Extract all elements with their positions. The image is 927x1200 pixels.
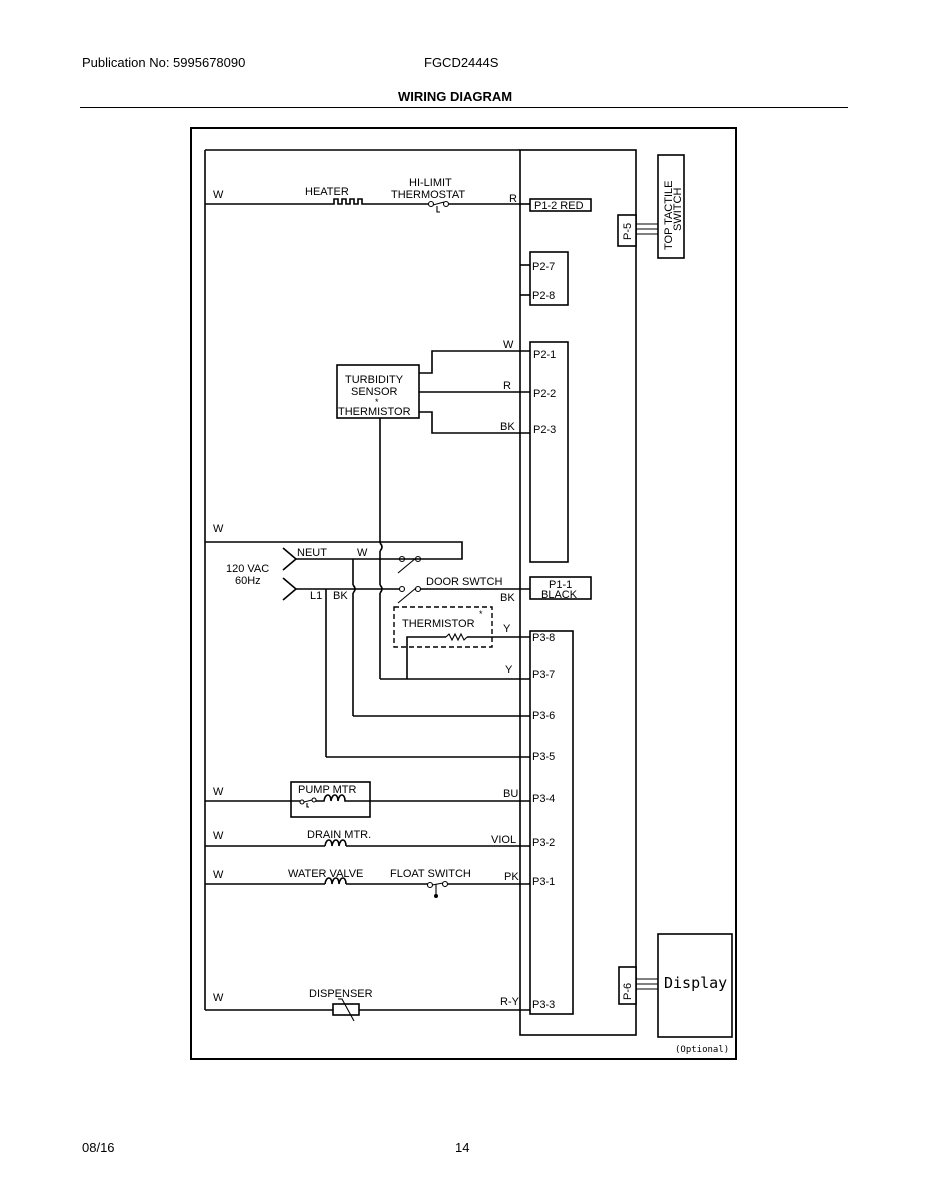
top-tactile-switch: [657, 154, 685, 259]
turbidity-star: *: [375, 397, 379, 407]
connector-p1-1: [529, 576, 592, 600]
wire-p2-3: [419, 411, 530, 434]
connector-p2-7-label: P2-7: [532, 261, 555, 273]
connector-p3-2-label: P3-2: [532, 837, 555, 849]
wire-label-door-bk: BK: [500, 592, 515, 604]
connector-p2-2-label: P2-2: [533, 388, 556, 400]
display-module: [657, 933, 733, 1038]
wire-label-drain-w: W: [213, 830, 224, 842]
connector-p2-1-3: [529, 341, 569, 563]
wire-label-p2-3: BK: [500, 421, 515, 433]
wire-label-r: R: [509, 193, 517, 205]
connector-p3-3-label: P3-3: [532, 999, 555, 1011]
wire-label-valve-pk: PK: [504, 871, 519, 883]
page-title: WIRING DIAGRAM: [398, 89, 513, 104]
door-switch-icon: [397, 555, 422, 604]
wire-label-dispenser-ry: R-Y: [500, 996, 520, 1008]
connector-p3-1-label: P3-1: [532, 876, 555, 888]
hi-limit-label-1: HI-LIMIT: [409, 177, 452, 189]
display-label: Display: [664, 974, 727, 992]
dispenser-thermistor-icon: [332, 998, 360, 1022]
pump-motor-label: PUMP MTR: [298, 784, 357, 796]
wire-label-w: W: [213, 189, 224, 201]
wire-label-pump-w: W: [213, 786, 224, 798]
connector-p2-1-label: P2-1: [533, 349, 556, 361]
drain-motor-coil-icon: [324, 839, 347, 847]
l1-label: L1: [310, 590, 322, 602]
turbidity-label-2: SENSOR: [351, 386, 398, 398]
heater-icon: [330, 198, 366, 205]
connector-p1-1-label-b: BLACK: [541, 589, 578, 601]
hi-limit-thermostat-icon: [427, 200, 450, 213]
pump-motor-coil-icon: [316, 794, 350, 802]
neut-label: NEUT: [297, 547, 327, 559]
door-switch-label: DOOR SWTCH: [426, 576, 502, 588]
wire-label-dispenser-w: W: [213, 992, 224, 1004]
connector-p3-8-label: P3-8: [532, 632, 555, 644]
wire-label-p2-1: W: [503, 339, 514, 351]
publication-number: Publication No: 5995678090: [82, 55, 246, 70]
connector-p2-3-label: P2-3: [533, 424, 556, 436]
power-plug-l1-icon: [282, 577, 298, 601]
pump-switch-icon: [299, 797, 317, 808]
wire-label-drain-viol: VIOL: [491, 834, 516, 846]
drain-motor-label: DRAIN MTR.: [307, 829, 371, 841]
heater-label: HEATER: [305, 186, 349, 198]
thermistor-label: THERMISTOR: [402, 618, 475, 630]
water-valve-label: WATER VALVE: [288, 868, 363, 880]
footer-date: 08/16: [82, 1140, 115, 1155]
float-switch-label: FLOAT SWITCH: [390, 868, 471, 880]
connector-p3: [529, 630, 574, 1015]
model-number: FGCD2444S: [424, 55, 499, 70]
wire-label-l1-bk: BK: [333, 590, 348, 602]
top-tactile-label-1: TOP TACTILE: [663, 181, 675, 251]
power-label-1: 120 VAC: [226, 563, 269, 575]
thermistor-resistor-icon: [445, 632, 468, 642]
connector-p1-1-label-a: P1-1: [549, 579, 572, 591]
turbidity-label-3: THERMISTOR: [338, 406, 411, 418]
connector-p5-label: P-5: [622, 223, 634, 240]
thermistor-box: [393, 606, 493, 648]
diagram-frame: [190, 127, 737, 1060]
wire-label-p2-2: R: [503, 380, 511, 392]
wire-label-neutral: W: [213, 523, 224, 535]
power-plug-neutral-icon: [282, 547, 298, 571]
wire-label-neut-w: W: [357, 547, 368, 559]
thermistor-star: *: [479, 609, 483, 619]
hi-limit-label-2: THERMOSTAT: [391, 189, 465, 201]
connector-p5: [617, 214, 637, 247]
turbidity-label-1: TURBIDITY: [345, 374, 404, 386]
connector-p1-2-label: P1-2 RED: [534, 200, 584, 212]
connector-p2-8-label: P2-8: [532, 290, 555, 302]
wire-label-valve-w: W: [213, 869, 224, 881]
connector-p3-6-label: P3-6: [532, 710, 555, 722]
water-valve-coil-icon: [324, 877, 347, 885]
wire-label-pump-bu: BU: [503, 788, 518, 800]
connector-p3-4-label: P3-4: [532, 793, 555, 805]
connector-p6-label: P-6: [622, 983, 634, 1000]
turbidity-sensor: [336, 364, 420, 419]
top-tactile-label-2: SWITCH: [672, 188, 684, 231]
connector-p2-7-8: [529, 251, 569, 306]
wire-label-p3-7: Y: [505, 664, 513, 676]
optional-label: (Optional): [675, 1045, 729, 1055]
neutral-bus-wire: [205, 541, 463, 560]
page-number: 14: [455, 1140, 470, 1155]
connector-p1-2: [529, 198, 592, 212]
connector-p6: [618, 966, 637, 1005]
header-divider: [80, 107, 848, 108]
dispenser-label: DISPENSER: [309, 988, 373, 1000]
wire-label-p3-8: Y: [503, 623, 511, 635]
connector-p3-7-label: P3-7: [532, 669, 555, 681]
float-switch-icon: [426, 880, 449, 898]
power-label-2: 60Hz: [235, 575, 261, 587]
connector-p3-5-label: P3-5: [532, 751, 555, 763]
wire-p2-1: [419, 350, 530, 374]
